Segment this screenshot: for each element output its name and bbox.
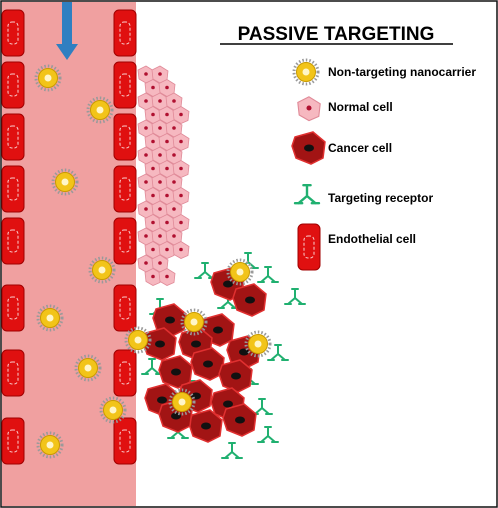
legend-label-receptor: Targeting receptor [328, 191, 433, 205]
normal-tissue [137, 65, 190, 286]
legend: Non-targeting nanocarrier Normal cell Ca… [291, 58, 476, 271]
legend-item-endothelial-cell: Endothelial cell [297, 223, 416, 271]
blood-flow-arrow-icon [56, 2, 78, 60]
legend-item-receptor: Targeting receptor [293, 183, 433, 205]
endothelial-wall-left [1, 9, 25, 465]
legend-label-nanocarrier: Non-targeting nanocarrier [328, 65, 476, 79]
legend-item-cancer-cell: Cancer cell [291, 131, 392, 165]
legend-label-normal-cell: Normal cell [328, 100, 393, 114]
endothelial-wall-right [113, 9, 137, 465]
diagram-title: PASSIVE TARGETING [238, 24, 435, 45]
legend-label-cancer-cell: Cancer cell [328, 141, 392, 155]
legend-item-normal-cell: Normal cell [297, 96, 393, 122]
legend-item-nanocarrier: Non-targeting nanocarrier [292, 58, 476, 86]
legend-label-endothelial-cell: Endothelial cell [328, 232, 416, 246]
